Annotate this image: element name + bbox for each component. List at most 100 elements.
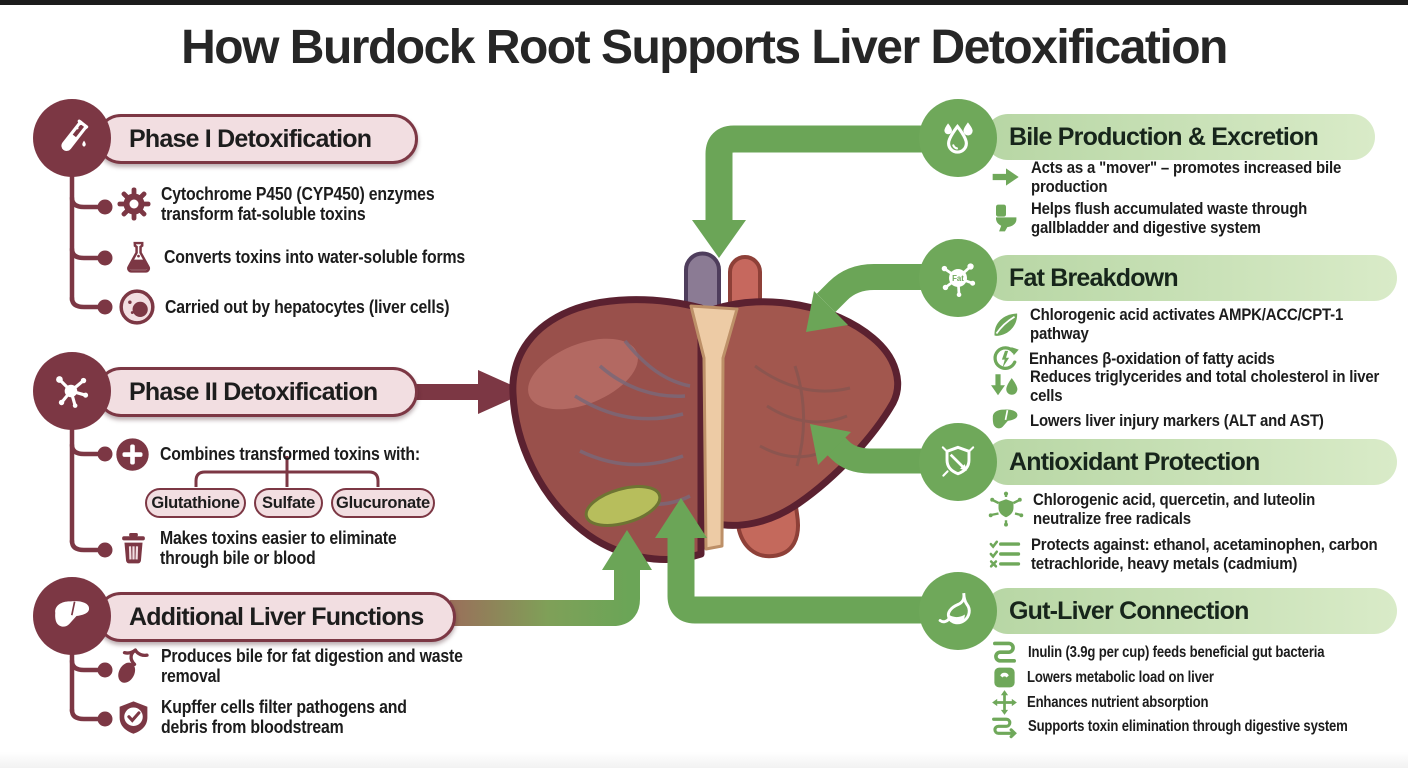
bile-circle <box>919 99 997 177</box>
bullet-eliminate: Makes toxins easier to eliminate through… <box>116 528 475 568</box>
conjugate-label: Glucuronate <box>336 493 430 512</box>
bullet-chlorogenic-ampk: Chlorogenic acid activates AMPK/ACC/CPT-… <box>990 305 1408 343</box>
bullet-produces-bile: Produces bile for fat digestion and wast… <box>112 646 506 686</box>
liver-functions-arrow-line <box>450 568 640 626</box>
scale-icon <box>994 667 1015 688</box>
gut-title: Gut-Liver Connection <box>1009 596 1249 625</box>
bullet-text: Acts as a "mover" – promotes increased b… <box>1031 158 1342 197</box>
conjugate-sulfate: Sulfate <box>254 488 323 518</box>
fat-arrow-line <box>816 264 930 313</box>
bullet-cyp450: Cytochrome P450 (CYP450) enzymes transfo… <box>116 184 491 224</box>
bullet-combines: Combines transformed toxins with: <box>114 436 520 473</box>
phase1-title: Phase I Detoxification <box>129 124 372 153</box>
bullet-text: Supports toxin elimination through diges… <box>1028 717 1348 735</box>
antioxidant-header: Antioxidant Protection <box>985 439 1397 485</box>
fat-circle: Fat <box>919 239 997 317</box>
bullet-liver-markers: Lowers liver injury markers (ALT and AST… <box>990 405 1408 436</box>
antioxidant-arrow-head <box>810 424 851 465</box>
bullet-text: Combines transformed toxins with: <box>160 444 420 465</box>
bullet-text: Chlorogenic acid activates AMPK/ACC/CPT-… <box>1030 305 1344 344</box>
elimination-icon <box>992 717 1017 739</box>
bullet-text: Lowers liver injury markers (ALT and AST… <box>1030 410 1324 430</box>
left-lobe-veins <box>574 339 691 506</box>
gut-arrow-head <box>655 498 707 538</box>
beta-oxidation-icon <box>993 346 1019 370</box>
shield-check-icon <box>119 700 148 734</box>
antioxidant-title: Antioxidant Protection <box>1009 447 1260 476</box>
bullet-kupffer: Kupffer cells filter pathogens and debri… <box>115 697 496 737</box>
conjugate-glutathione: Glutathione <box>145 488 246 518</box>
hepatic-artery <box>728 255 762 312</box>
phase1-circle <box>33 99 111 177</box>
stomach-icon <box>938 593 971 625</box>
gallbladder-icon <box>118 648 149 683</box>
bile-title: Bile Production & Excretion <box>1009 122 1319 151</box>
falciform-ligament <box>689 304 739 551</box>
portal-vein <box>684 251 721 312</box>
gut-circle <box>919 572 997 650</box>
bile-arrow-head <box>692 220 746 258</box>
absorption-icon <box>992 690 1017 715</box>
phase2-arrow <box>412 370 527 414</box>
leaf-icon <box>994 313 1018 336</box>
bullet-text: Inulin (3.9g per cup) feeds beneficial g… <box>1028 643 1325 661</box>
bullet-inulin: Inulin (3.9g per cup) feeds beneficial g… <box>990 638 1408 667</box>
bullet-text: Enhances nutrient absorption <box>1027 693 1209 711</box>
fat-molecule-icon: Fat <box>941 263 976 298</box>
conjugate-label: Sulfate <box>262 493 315 512</box>
top-edge-strip <box>0 0 1408 5</box>
bullet-text: Produces bile for fat digestion and wast… <box>161 646 463 687</box>
checklist-icon <box>989 540 1021 568</box>
bullet-hepatocytes: Carried out by hepatocytes (liver cells) <box>118 288 605 326</box>
liver-markers-icon <box>992 409 1018 429</box>
phase2-circle <box>33 352 111 430</box>
phase2-header: Phase II Detoxification <box>96 367 418 417</box>
shield-arrows-icon <box>941 445 975 477</box>
trash-icon <box>122 532 145 564</box>
bullet-toxin-elimination: Supports toxin elimination through diges… <box>990 712 1408 741</box>
phase1-header: Phase I Detoxification <box>96 114 418 164</box>
plus-circle-icon <box>116 438 149 471</box>
bullet-text: Enhances β-oxidation of fatty acids <box>1029 349 1275 369</box>
page-title: How Burdock Root Supports Liver Detoxifi… <box>181 21 1228 74</box>
liver-functions-circle <box>33 577 111 655</box>
antioxidant-arrow-line <box>820 430 930 474</box>
phase2-title: Phase II Detoxification <box>129 377 378 406</box>
bullet-nutrient-absorption: Enhances nutrient absorption <box>991 689 1408 716</box>
bullet-water-soluble: Converts toxins into water-soluble forms <box>122 241 604 274</box>
bullet-flush: Helps flush accumulated waste through ga… <box>990 199 1381 237</box>
fat-label: Fat <box>952 274 964 283</box>
gut-header: Gut-Liver Connection <box>985 588 1397 634</box>
bile-arrow-line <box>705 125 930 224</box>
toilet-icon <box>996 204 1017 232</box>
bullet-text: Kupffer cells filter pathogens and debri… <box>161 697 407 738</box>
fat-title: Fat Breakdown <box>1009 263 1179 292</box>
liver-functions-header: Additional Liver Functions <box>96 592 456 642</box>
molecule-icon <box>56 376 89 408</box>
left-lobe-highlight <box>528 338 638 410</box>
bullet-metabolic-load: Lowers metabolic load on liver <box>991 664 1408 691</box>
radical-shield-icon <box>988 491 1024 527</box>
test-tube-icon <box>61 119 89 151</box>
bullet-text: Lowers metabolic load on liver <box>1027 668 1214 686</box>
conjugate-bracket <box>194 456 380 487</box>
bullet-text: Chlorogenic acid, quercetin, and luteoli… <box>1033 490 1316 529</box>
cell-icon <box>119 289 155 325</box>
flask-icon <box>127 241 151 273</box>
intestine-icon <box>993 641 1016 663</box>
bullet-text: Makes toxins easier to eliminate through… <box>160 528 397 569</box>
reduce-lipids-icon <box>991 373 1018 395</box>
conjugate-label: Glutathione <box>151 493 240 512</box>
bullet-beta-oxidation: Enhances β-oxidation of fatty acids <box>990 344 1408 374</box>
bullet-text: Helps flush accumulated waste through ga… <box>1031 199 1308 238</box>
bottom-haze <box>0 752 1408 768</box>
bullet-mover: Acts as a "mover" – promotes increased b… <box>990 158 1391 196</box>
conjugate-glucuronate: Glucuronate <box>331 488 435 518</box>
gear-icon <box>117 187 151 221</box>
liver-functions-arrow-head <box>602 530 652 570</box>
bullet-text: Carried out by hepatocytes (liver cells) <box>165 296 450 317</box>
arrow-right-icon <box>992 168 1019 186</box>
bullet-text: Reduces triglycerides and total choleste… <box>1030 367 1380 406</box>
bullet-text: Converts toxins into water-soluble forms <box>164 247 466 268</box>
